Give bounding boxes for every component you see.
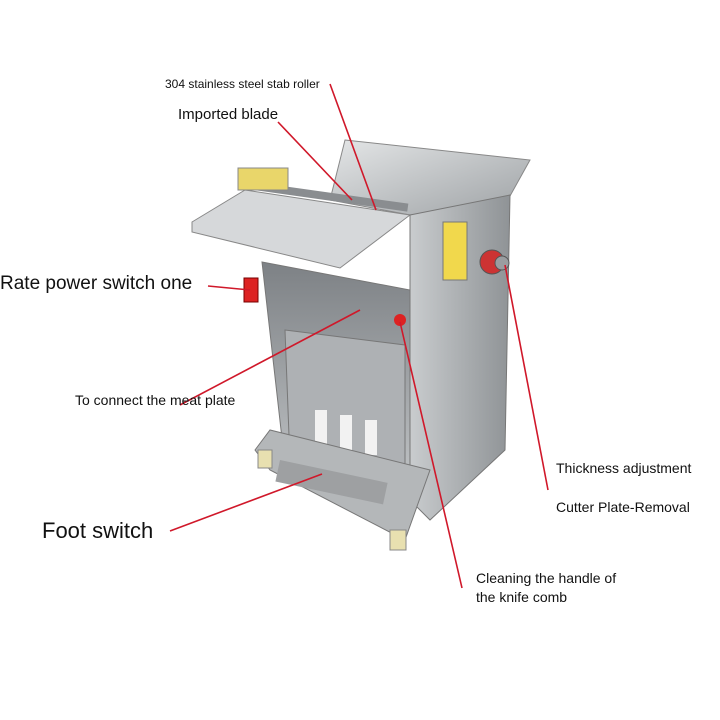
- pointer-roller: [329, 83, 377, 211]
- pointer-thickness: [504, 264, 549, 491]
- label-foot-switch: Foot switch: [42, 518, 154, 543]
- pointer-blade: [277, 121, 353, 201]
- wheel-right: [389, 529, 407, 551]
- label-meat-plate: To connect the meat plate: [75, 392, 236, 408]
- pointer-meat-plate: [179, 309, 361, 406]
- pointer-lines: [169, 83, 549, 589]
- foot-switch: [275, 460, 388, 505]
- label-thickness: Thickness adjustment: [556, 460, 692, 476]
- knife-comb-handle: [394, 314, 406, 326]
- feed-tray: [191, 189, 412, 269]
- pointer-foot-switch: [169, 473, 323, 532]
- label-knife-comb-1: Cleaning the handle of: [476, 570, 617, 586]
- label-plate: [237, 167, 289, 191]
- plate-vents: [315, 410, 377, 455]
- wheel-left: [257, 449, 273, 469]
- side-panel: [409, 194, 511, 521]
- label-blade: Imported blade: [178, 106, 279, 123]
- warning-label: [442, 221, 468, 281]
- pointer-knife-comb: [399, 321, 463, 589]
- label-knife-comb-2: the knife comb: [476, 589, 568, 605]
- label-cutter-plate: Cutter Plate-Removal: [556, 499, 690, 515]
- pointer-power-switch: [207, 285, 251, 291]
- label-power-switch: Rate power switch one: [0, 273, 193, 294]
- label-roller: 304 stainless steel stab roller: [165, 77, 320, 91]
